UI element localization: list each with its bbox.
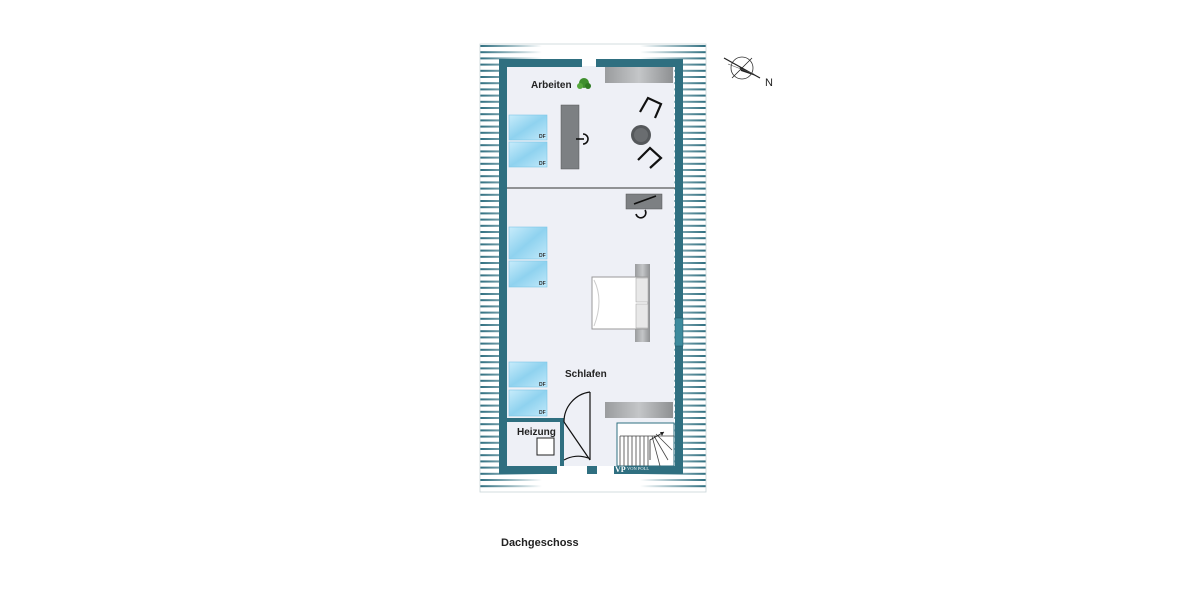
small-desk [625,193,663,210]
roof-windows: DF DF DF DF DF DF [508,114,548,417]
wall-opening [582,60,596,66]
roof-window-label: DF [539,281,546,287]
roof-window: DF [508,226,548,260]
roof-stripe-left [480,485,542,488]
svg-text:VP: VP [615,465,626,474]
small-desk-chair [633,195,657,219]
compass-north-label: N [765,77,773,89]
von-poll-logo: VP VON POLL [615,465,649,474]
round-table [631,125,651,145]
roof-stripe-right [640,45,706,47]
wall-cabinet [605,67,673,83]
roof-stripe-left [480,57,542,60]
desk-chair [576,133,589,145]
wall-opening [571,467,587,473]
roof-window: DF [508,260,548,288]
roof-stripe-left [480,479,542,481]
roof-outline [479,43,707,493]
wardrobe-strip [674,317,684,347]
wall-cabinet [605,402,673,418]
roof-window-label: DF [539,161,546,167]
roof-window-label: DF [539,382,546,388]
roof-stripe-left [480,51,542,54]
double-bed [591,264,650,342]
roof-stripe-right [640,57,706,60]
roof-window-label: DF [539,410,546,416]
roof-stripe-right [640,479,706,481]
roof-window-label: DF [539,253,546,259]
armchair [637,96,663,169]
roof-window: DF [508,141,548,168]
room-label-sleep: Schlafen [565,369,607,380]
roof-stripe-left [480,45,542,47]
heating-room-walls [507,418,564,466]
wall-opening [597,467,610,473]
room-label-work: Arbeiten [531,80,572,91]
stair-door [563,391,591,460]
exterior-walls [499,59,683,474]
roof-stripe-right [640,51,706,54]
heating-unit [536,437,555,456]
roof-window: DF [508,114,548,141]
roof-window: DF [508,389,548,417]
staircase [616,422,675,467]
floor-caption: Dachgeschoss [501,537,579,549]
compass-icon [723,56,761,80]
svg-text:VON POLL: VON POLL [627,466,649,471]
desk [560,104,580,170]
roof-window-label: DF [539,134,546,140]
plant-icon [577,78,591,89]
roof-stripe-right [640,485,706,488]
room-label-heating: Heizung [517,427,556,438]
roof-window: DF [508,361,548,388]
heating-door [563,421,591,461]
